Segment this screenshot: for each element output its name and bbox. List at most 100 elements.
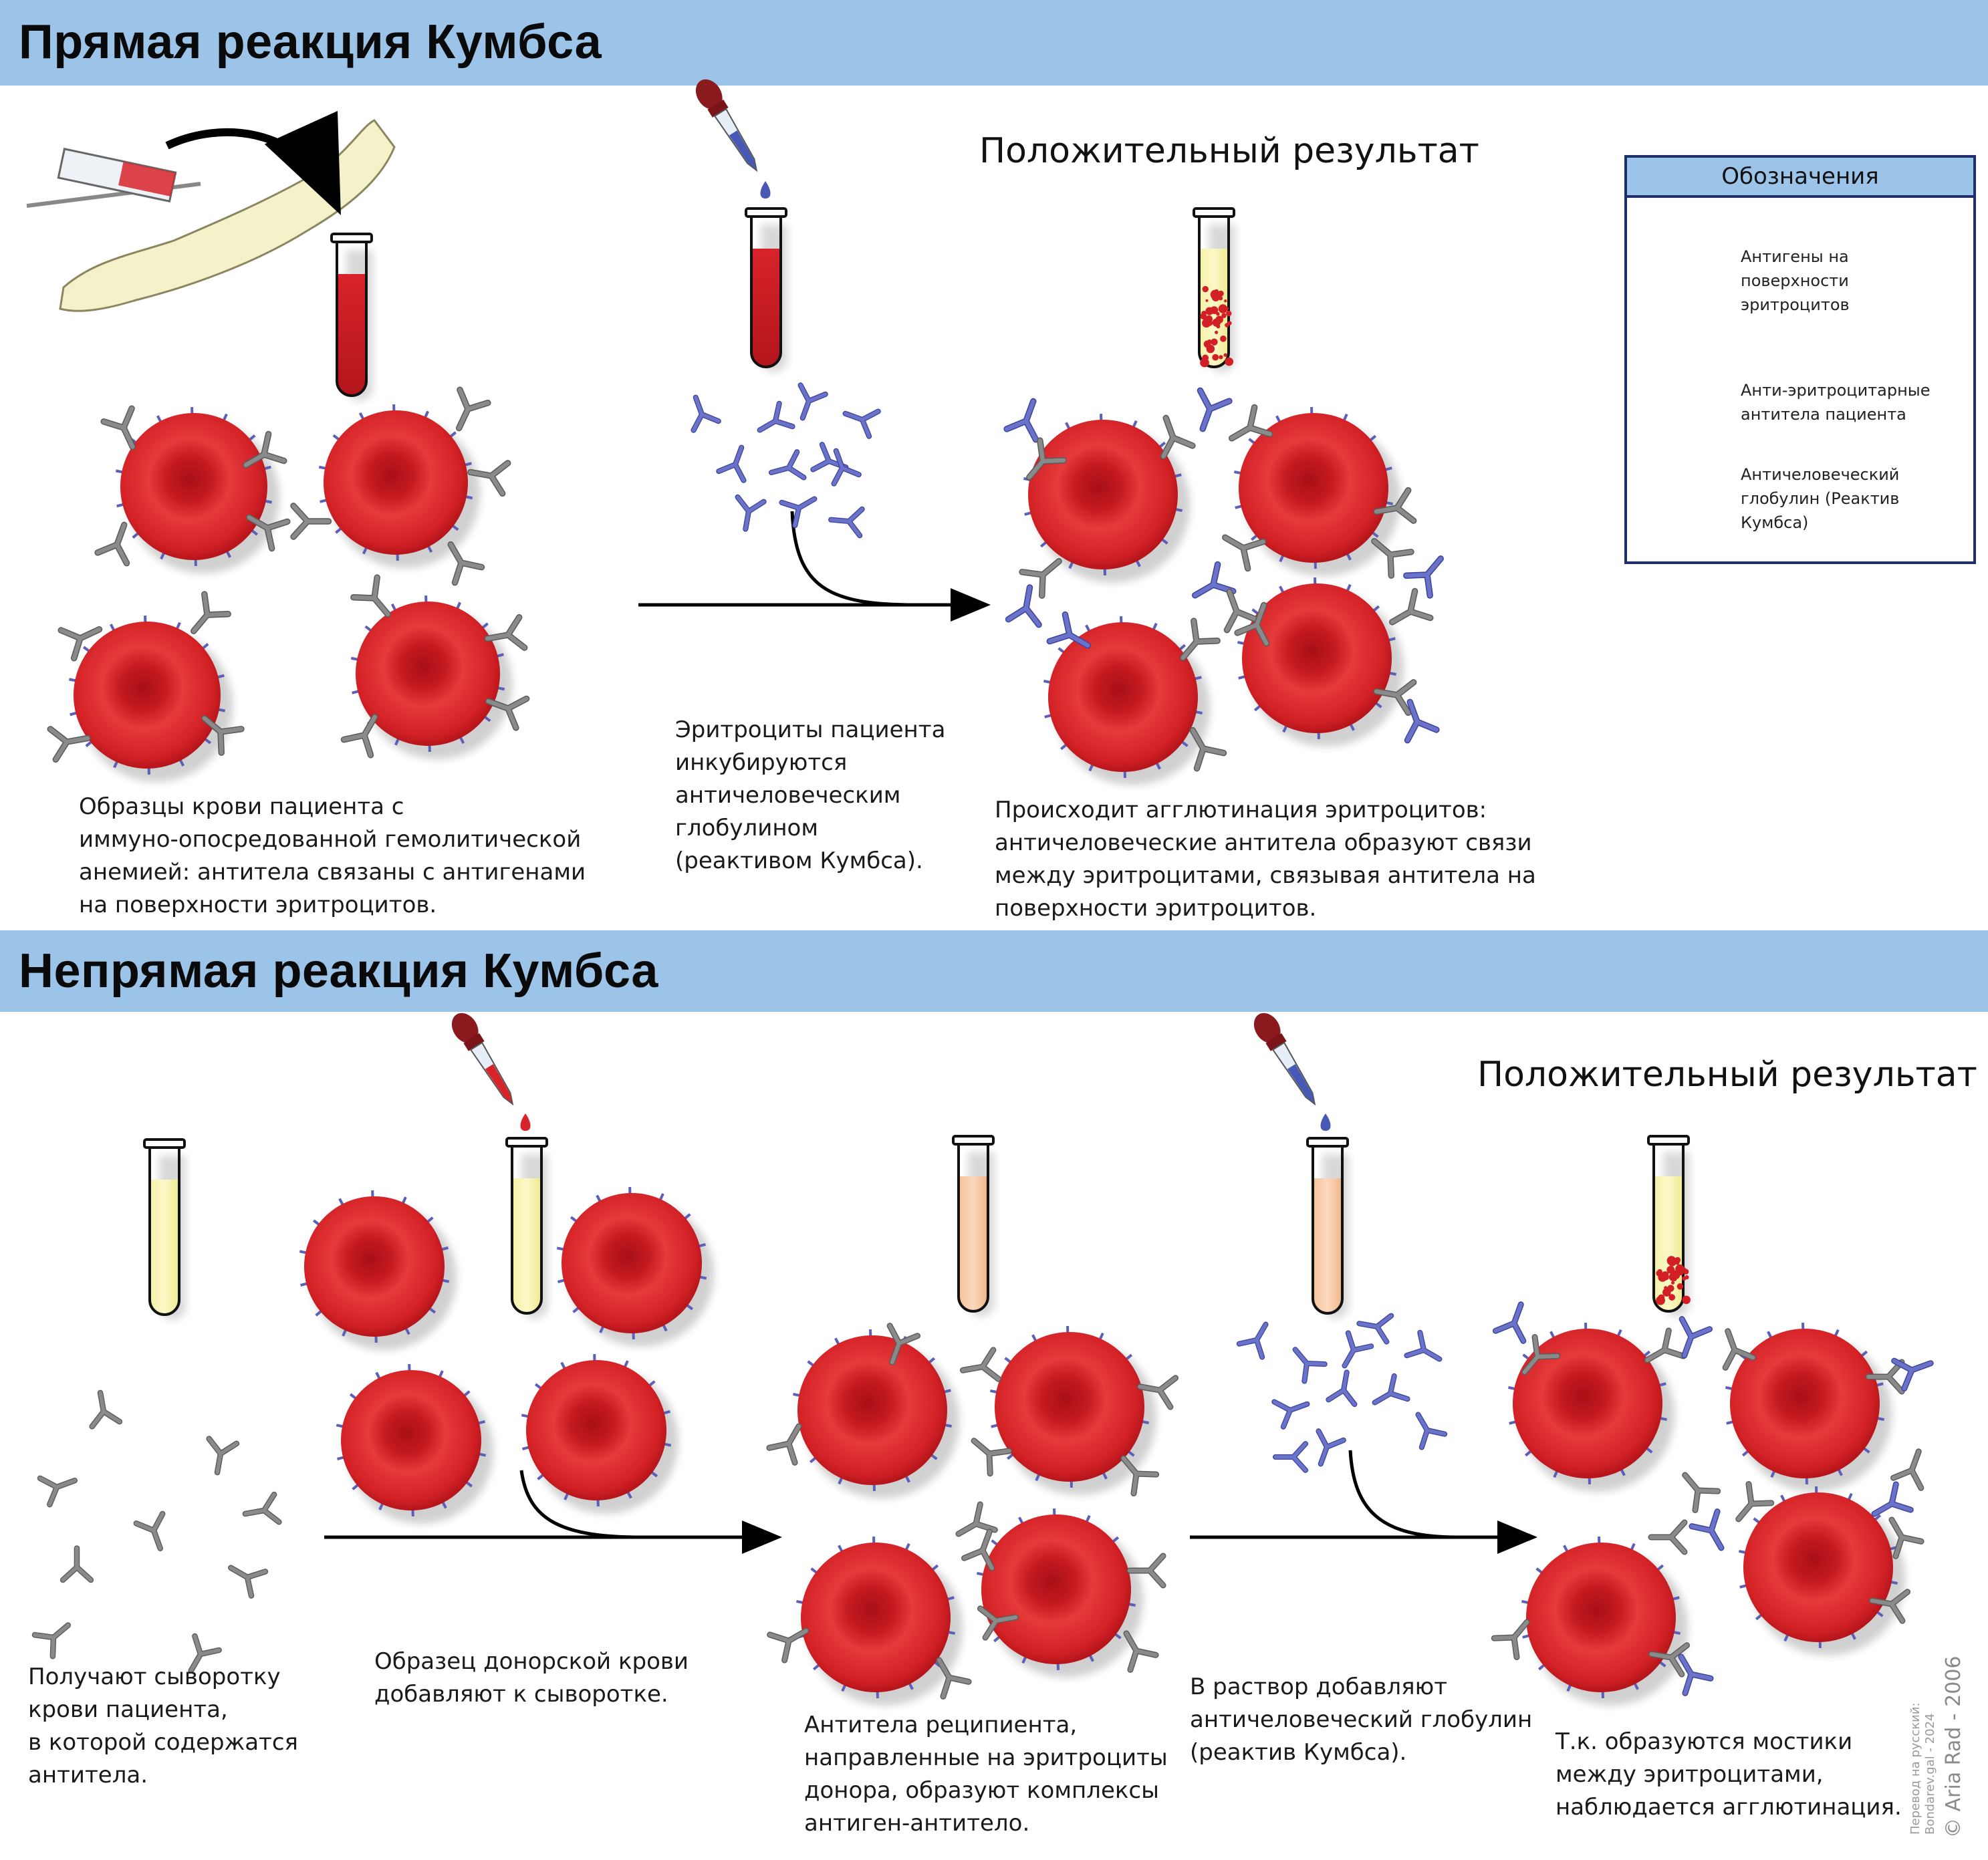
patient-antibody-icon [1189,726,1227,772]
coombs-antibody-icon [735,494,767,532]
coombs-antibody-icon [1404,698,1440,744]
test-tube-icon [1306,1137,1349,1319]
patient-antibody-icon [1126,1553,1166,1589]
coombs-antibody-icon [828,506,865,539]
patient-antibody-icon [1221,534,1267,572]
indirect-result-label: Положительный результат [1477,1055,1977,1095]
coombs-antibody-icon [1403,555,1444,599]
coombs-antibody-icon [1404,1329,1443,1362]
legend-title: Обозначения [1627,158,1973,198]
coombs-antibody-icon [1372,1373,1410,1406]
coombs-antibody-icon [797,382,828,421]
direct-step1-caption: Образцы крови пациента с иммуно-опосредо… [79,793,586,918]
red-blood-cell [1521,1536,1688,1706]
agglutination-dots [1656,1256,1691,1305]
coombs-antibody-icon [1197,387,1233,432]
patient-antibody-icon [31,1622,72,1659]
coombs-antibody-icon [1046,611,1092,649]
coombs-antibody-icon [1236,1321,1269,1360]
patient-antibody-icon [37,1475,78,1508]
patient-antibody-icon [47,726,91,763]
patient-antibody-icon [242,1491,282,1525]
patient-antibody-icon [206,1436,240,1476]
patient-antibody-icon [1228,404,1273,442]
patient-antibody-icon [1722,1328,1757,1371]
coombs-antibody-icon [1415,1412,1448,1450]
liquid-drop [760,181,771,198]
patient-antibody-icon [201,715,245,756]
patient-antibody-icon [1120,1455,1160,1496]
patient-antibody-icon [1136,1375,1179,1410]
patient-antibody-icon [1735,1481,1775,1522]
coombs-antibody-icon [1356,1313,1394,1345]
patient-antibody-icon [971,1438,1012,1477]
patient-antibody-icon [485,695,530,731]
patient-antibody-icon [1160,414,1196,460]
coombs-antibody-icon [842,408,881,439]
coombs-antibody-icon [1342,1330,1374,1369]
red-blood-cell [1237,577,1404,747]
coombs-antibody-icon [779,496,818,529]
coombs-antibody-icon [716,444,747,483]
patient-antibody-icon [1888,1516,1924,1559]
indirect-step3-caption: Антитела реципиента, направленные на эри… [804,1712,1168,1837]
agglutination-dots [1200,285,1234,368]
red-blood-cell [977,1508,1143,1678]
direct-title: Прямая реакция Кумбса [19,15,602,69]
patient-antibody-icon [484,614,528,651]
coombs-antibody-icon [810,442,849,473]
legend-item-patient-antibodies: Анти-эритроцитарные антитела пациента [1741,381,1931,424]
red-blood-cell [318,404,480,568]
patient-antibody-icon [1890,1448,1924,1491]
patient-antibody-icon [1373,679,1417,716]
coombs-antibody-icon [1492,1301,1527,1344]
patient-antibody-icon [1373,487,1417,524]
red-blood-cell [1234,406,1400,576]
coombs-antibody-icon [1191,561,1237,599]
patient-antibody-icon [94,521,130,567]
indirect-step5-caption: Т.к. образуются мостики между эритроцита… [1556,1728,1902,1821]
patient-antibody-icon [228,1565,269,1599]
liquid-drop [1320,1113,1331,1131]
indirect-title: Непрямая реакция Кумбса [19,944,658,998]
coombs-antibody-icon [1005,584,1042,628]
dropper-icon [695,79,758,172]
patient-antibody-icon [767,1627,810,1664]
patient-antibody-icon [1648,1519,1688,1555]
translation-credit: Перевод на русский: Bondarev.gal - 2024 [1908,1702,1937,1835]
red-blood-cell [68,615,233,782]
patient-antibody-icon [133,1510,166,1552]
patient-antibody-icon [447,541,485,586]
coombs-antibody-icon [1272,1441,1309,1473]
patient-antibody-icon [1388,587,1434,626]
patient-antibody-icon [936,1657,972,1700]
indirect-banner: Непрямая реакция Кумбса [0,930,1988,1012]
patient-antibody-icon [1648,1642,1691,1678]
direct-banner: Прямая реакция Кумбса [0,0,1988,86]
direct-step3-caption: Происходит агглютинация эритроцитов: ант… [995,797,1536,922]
patient-antibody-icon [1223,588,1259,634]
patient-antibody-icon [89,1389,123,1430]
red-blood-cell [556,1186,714,1347]
coombs-antibody-icon [757,400,795,433]
patient-antibody-icon [191,591,231,634]
patient-antibody-icon [1026,437,1067,481]
red-blood-cell [350,595,512,759]
merge-curve [1348,1450,1458,1539]
coombs-antibody-icon [691,394,721,433]
red-blood-cell [793,1329,959,1498]
coombs-antibody-icon [768,449,807,481]
patient-antibody-icon [1491,1619,1530,1660]
direct-step2-caption: Эритроциты пациента инкубируются античел… [675,716,946,874]
patient-antibody-icon [955,1501,998,1537]
patient-antibody-icon [766,1423,802,1466]
patient-antibody-icon [57,626,103,662]
red-blood-cell [1043,616,1210,785]
coombs-antibody-icon [1316,1428,1346,1467]
patient-antibody-icon [1019,558,1062,599]
coombs-antibody-icon [1292,1347,1328,1384]
patient-antibody-icon [1123,1630,1159,1673]
dropper-icon [1253,1013,1316,1106]
patient-antibody-icon [959,1347,1002,1382]
dropper-icon [451,1013,514,1106]
